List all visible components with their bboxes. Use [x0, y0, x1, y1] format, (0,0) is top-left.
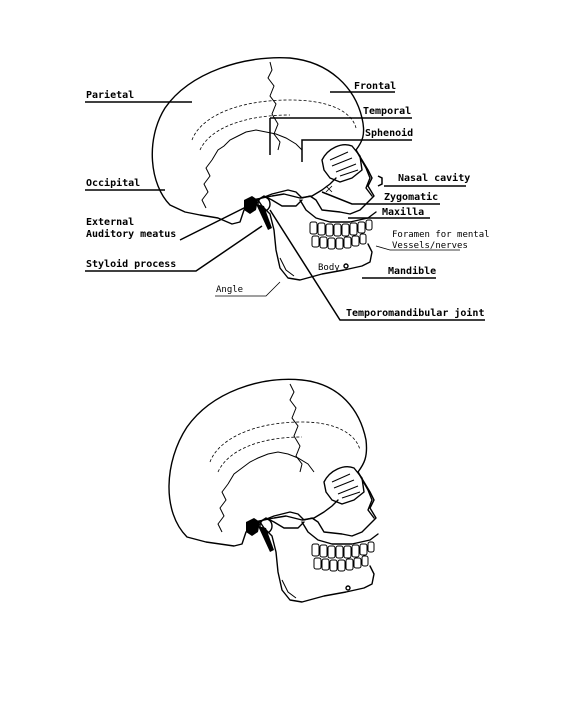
zygomatic-arch-bottom [263, 499, 339, 521]
cranium-outline-bottom [168, 378, 377, 547]
leader-sphenoid [301, 139, 412, 162]
orbit-top [321, 144, 363, 183]
maxilla-outline-bottom [301, 521, 379, 545]
label-zygomatic: Zygomatic [384, 191, 438, 203]
lambdoid-suture-bottom [217, 483, 229, 533]
label-maxilla: Maxilla [382, 206, 424, 218]
upper-teeth-bottom [311, 541, 375, 559]
label-nasal-cavity: Nasal cavity [398, 172, 470, 184]
leader-nasal-cavity [377, 175, 466, 187]
mandible-angle-detail-bottom [281, 579, 297, 599]
label-external-line2: Auditory meatus [86, 228, 176, 240]
leader-zygomatic [321, 191, 440, 205]
mental-foramen-bottom [345, 585, 351, 591]
label-frontal: Frontal [354, 81, 396, 92]
condyle-bottom [259, 518, 273, 534]
mandible-outline-top [261, 205, 373, 281]
label-external-line1: External [86, 217, 134, 228]
labeled-skull: Parietal Frontal Temporal Sphenoid Nasal… [85, 56, 490, 321]
nasal-bone-bottom [357, 471, 375, 519]
mandible-angle-detail-top [279, 257, 295, 277]
upper-teeth-top [309, 219, 373, 237]
leader-zygomatic-x [325, 185, 333, 193]
unlabeled-skull [168, 378, 379, 603]
leader-styloid [85, 225, 263, 272]
label-tmj: Temporomandibular joint [346, 307, 484, 319]
mental-foramen-top [343, 263, 349, 269]
leader-temporal [269, 117, 412, 155]
lambdoid-suture-top [201, 159, 213, 209]
condyle-top [257, 196, 271, 212]
orbit-bottom [323, 466, 365, 505]
leader-external-auditory [179, 204, 251, 241]
label-body: Body [318, 263, 340, 273]
zygomatic-arch-top [261, 177, 337, 199]
label-temporal: Temporal [363, 106, 411, 117]
styloid-dark-bottom [258, 526, 274, 552]
mastoid-dark-top [244, 196, 258, 214]
squamous-suture-bottom [227, 451, 315, 485]
lower-teeth-top [311, 233, 367, 250]
leader-foramen [375, 245, 460, 251]
mastoid-dark-bottom [246, 518, 260, 536]
temporal-line-inner-top [199, 114, 291, 151]
leader-tmj [269, 209, 485, 321]
label-foramen-line1: Foramen for mental [392, 230, 490, 240]
label-angle: Angle [216, 285, 243, 295]
label-foramen-line2: Vessels/nerves [392, 241, 468, 251]
mandible-outline-bottom [263, 527, 375, 603]
label-occipital: Occipital [86, 177, 140, 189]
label-styloid: Styloid process [86, 258, 176, 270]
orbit-shading-bottom [331, 473, 361, 499]
orbit-shading-top [329, 151, 359, 177]
temporal-line-inner-bottom [217, 436, 303, 473]
coronal-suture-top [267, 61, 281, 151]
temporal-line-top [191, 99, 357, 141]
leader-angle [215, 281, 281, 297]
styloid-dark-top [256, 204, 272, 230]
label-sphenoid: Sphenoid [365, 127, 413, 139]
label-mandible: Mandible [388, 265, 436, 277]
lower-teeth-bottom [313, 555, 369, 572]
label-parietal: Parietal [86, 89, 134, 101]
coronal-suture-bottom [289, 383, 303, 473]
squamous-suture-top [211, 129, 303, 161]
nasal-bone-top [355, 149, 373, 197]
temporal-line-bottom [209, 421, 361, 463]
